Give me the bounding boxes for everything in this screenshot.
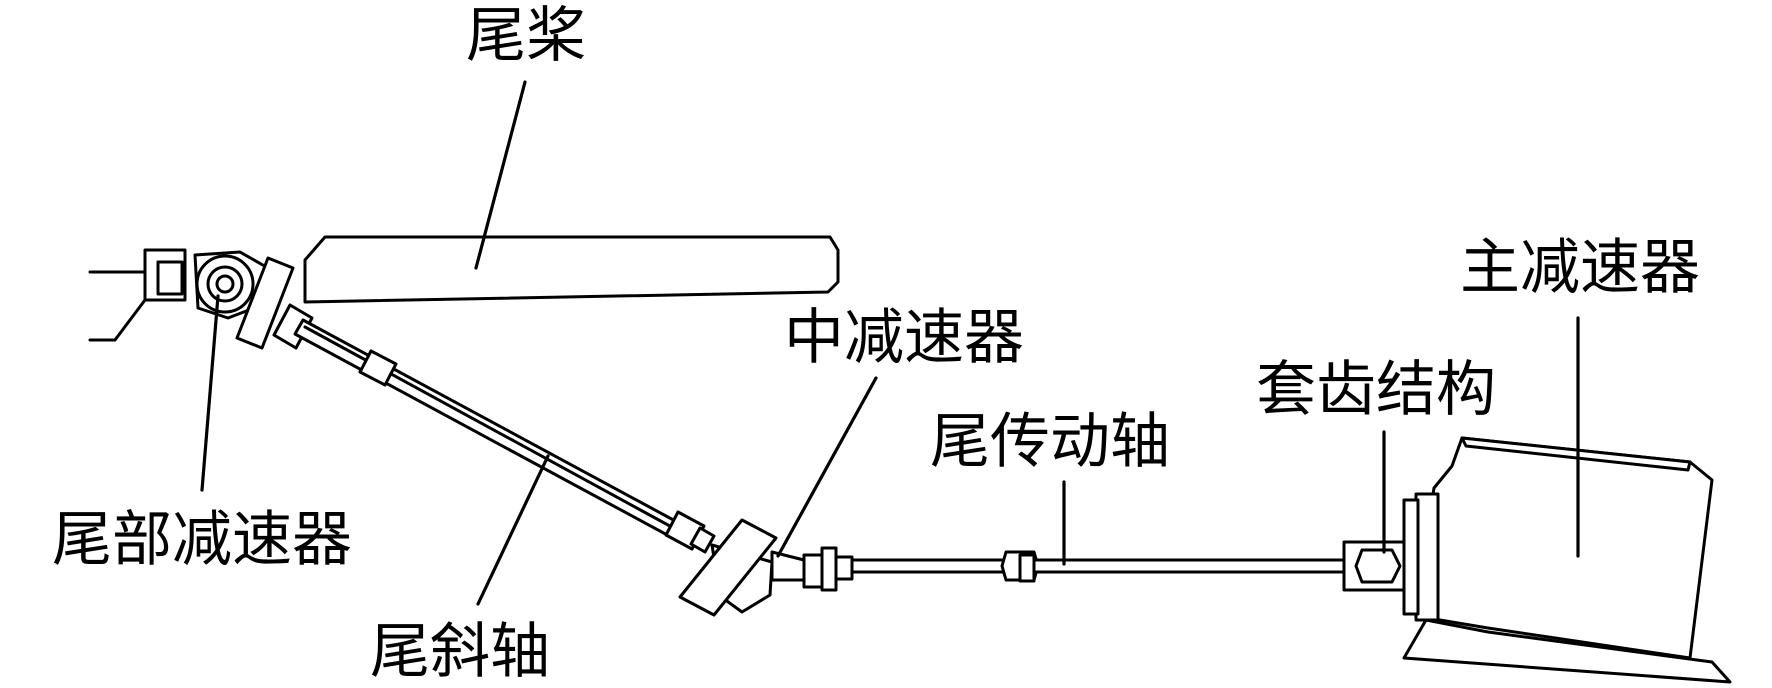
tail-drive-shaft [850, 550, 1346, 583]
tail-boom-mount [88, 248, 187, 342]
label-inclined-shaft: 尾斜轴 [370, 617, 550, 687]
tail-rotor-blade [303, 235, 840, 304]
intermediate-gearbox [678, 518, 854, 617]
inclined-shaft [293, 318, 716, 554]
leader-tail-gearbox [200, 294, 220, 492]
leader-intermediate-gearbox [776, 376, 878, 558]
label-tail-rotor: 尾桨 [466, 1, 586, 71]
label-tail-gearbox: 尾部减速器 [52, 505, 352, 575]
label-tail-drive-shaft: 尾传动轴 [930, 407, 1170, 477]
label-intermediate-gearbox: 中减速器 [784, 303, 1024, 373]
tail-gearbox-flange [235, 256, 314, 350]
label-spline-coupling: 套齿结构 [1256, 355, 1496, 425]
leader-tail-rotor [474, 80, 527, 270]
leader-lines [200, 80, 1580, 606]
leader-inclined-shaft [476, 454, 550, 606]
tail-gearbox [193, 250, 270, 320]
labels: 尾桨 尾部减速器 尾斜轴 中减速器 尾传动轴 套齿结构 主减速器 [52, 1, 1700, 687]
label-main-gearbox: 主减速器 [1460, 233, 1700, 303]
spline-coupling [1342, 540, 1406, 592]
main-gearbox [1402, 436, 1732, 684]
